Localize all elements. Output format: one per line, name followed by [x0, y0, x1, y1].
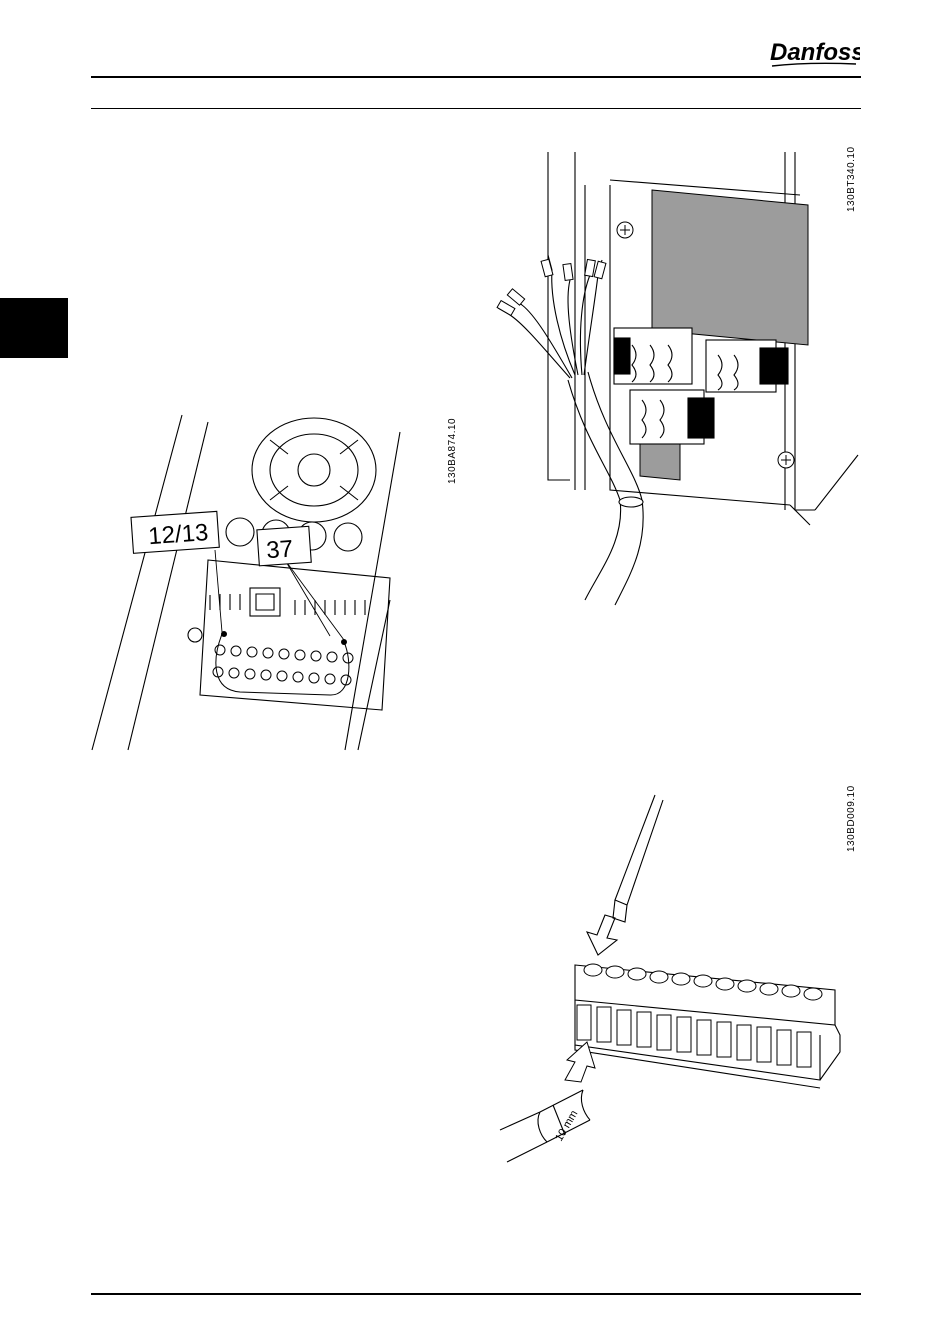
- figure-spring-terminal: 10 mm: [495, 790, 865, 1180]
- header-rule-bottom: [91, 108, 861, 109]
- header-rule-top: [91, 76, 861, 78]
- figure-code-1: 130BA874.10: [447, 418, 458, 484]
- figure-terminal-jumper: 12/13 37: [90, 410, 450, 755]
- chapter-tab: [0, 298, 68, 358]
- footer-rule: [91, 1293, 861, 1295]
- figure-code-2: 130BT340.10: [846, 146, 857, 212]
- figure-code-3: 130BD009.10: [846, 785, 857, 852]
- danfoss-logo: Danfoss: [768, 36, 860, 72]
- figure-cable-clamp: [490, 150, 865, 610]
- strip-length-label: 10 mm: [553, 1108, 580, 1143]
- label-12-13: 12/13: [147, 519, 209, 550]
- brand-wordmark: Danfoss: [770, 39, 860, 66]
- label-37: 37: [265, 535, 294, 564]
